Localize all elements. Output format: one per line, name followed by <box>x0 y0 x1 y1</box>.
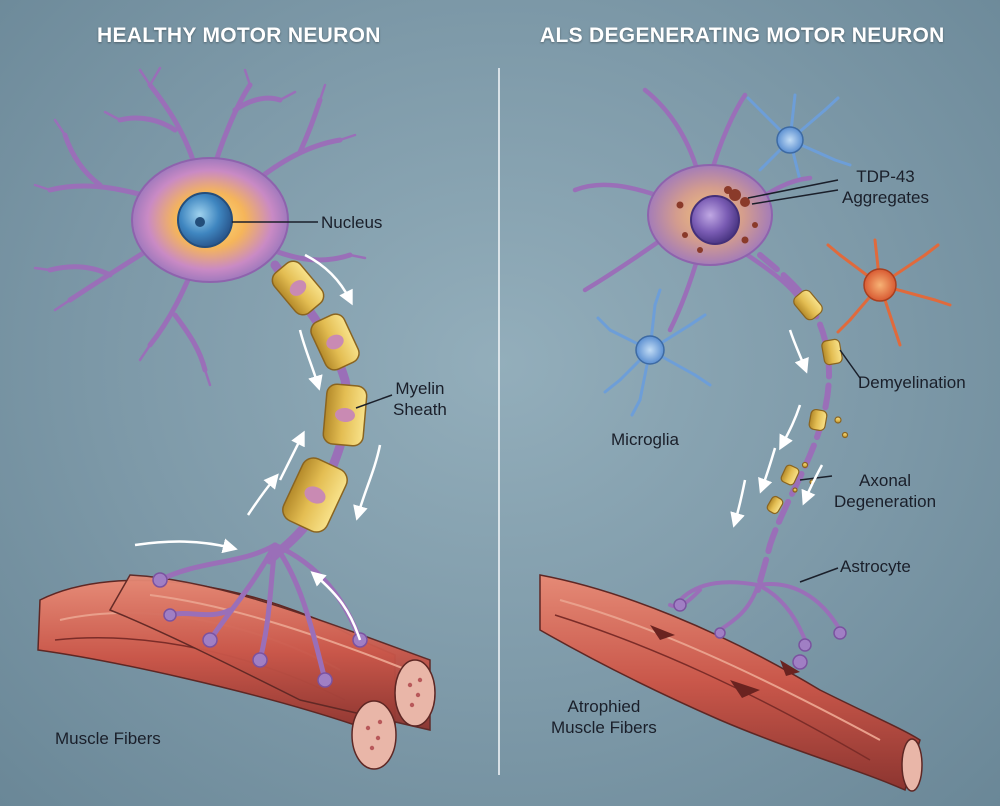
als-panel-title: ALS DEGENERATING MOTOR NEURON <box>540 24 945 47</box>
label-muscle-fibers: Muscle Fibers <box>55 729 161 748</box>
als-myelin-fragments <box>766 289 849 515</box>
healthy-nucleus <box>177 192 233 248</box>
healthy-signal-arrows <box>134 253 382 641</box>
label-microglia: Microglia <box>611 430 680 449</box>
als-muscle-fibers <box>539 574 923 792</box>
als-arrows <box>730 329 824 528</box>
label-astrocyte: Astrocyte <box>840 557 911 576</box>
als-nucleus <box>690 195 740 245</box>
label-atrophied-muscle-fibers: Atrophied Muscle Fibers <box>551 697 657 737</box>
label-myelin-sheath: Myelin Sheath <box>393 379 447 419</box>
label-axonal-degeneration: Axonal Degeneration <box>834 471 937 511</box>
microglia-cell-top <box>746 93 852 182</box>
tdp43-aggregates <box>676 186 758 253</box>
astrocyte-cell <box>826 238 952 347</box>
label-tdp43-aggregates: TDP-43 Aggregates <box>842 167 929 207</box>
healthy-panel-title: HEALTHY MOTOR NEURON <box>97 24 381 47</box>
healthy-axon-terminals <box>157 542 363 683</box>
microglia-cell <box>596 288 712 417</box>
label-nucleus: Nucleus <box>321 213 383 232</box>
healthy-myelin-segments <box>271 260 368 533</box>
label-demyelination: Demyelination <box>858 373 966 392</box>
